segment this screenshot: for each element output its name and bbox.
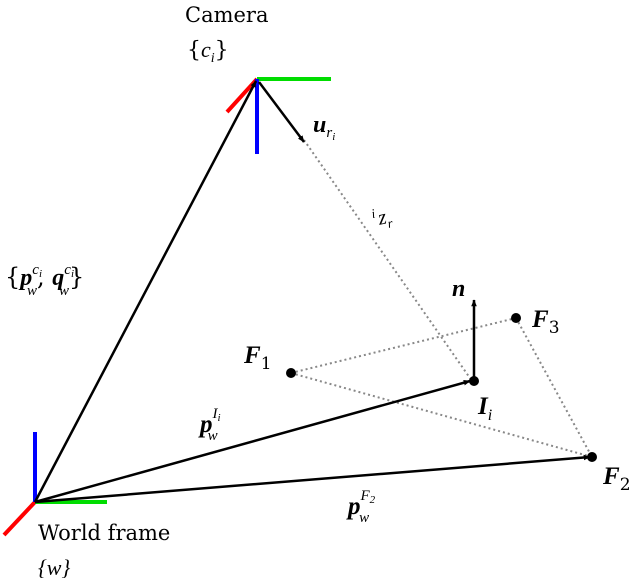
depth-label: izr [370, 202, 395, 234]
world-frame-symbol: {w} [38, 555, 70, 580]
camera-pose-vector [33, 80, 258, 503]
points [286, 313, 597, 462]
intersection-point-i [469, 376, 479, 386]
feature-f2-position-vector [34, 454, 591, 504]
feature-f3-label: F3 [531, 306, 560, 338]
world-x-axis [2, 500, 37, 537]
intersection-position-vector [34, 379, 471, 504]
intersection-label: Ii [477, 393, 492, 424]
ray-direction-vector [258, 81, 305, 143]
triangle-edge-f1-f2 [290, 372, 593, 458]
feature-point-f3 [511, 313, 521, 323]
triangle-edge-f3-f2 [515, 317, 593, 458]
camera-title: Camera [185, 3, 269, 27]
ray-direction-label: uri [313, 112, 335, 143]
feature-f1-label: F1 [243, 342, 272, 374]
camera-frame-symbol: {ci} [187, 37, 229, 66]
world-frame-title: World frame [38, 521, 170, 545]
world-frame-axes [2, 432, 107, 537]
feature-point-f1 [286, 368, 296, 378]
feature-f2-label: F2 [602, 463, 631, 495]
triangle-edge-f1-f3 [290, 317, 517, 374]
dotted-construction-lines [290, 139, 593, 458]
camera-to-intersection-ray [303, 139, 473, 382]
surface-normal-label: n [452, 276, 465, 302]
feature-point-f2 [587, 452, 597, 462]
vectors [33, 80, 591, 504]
